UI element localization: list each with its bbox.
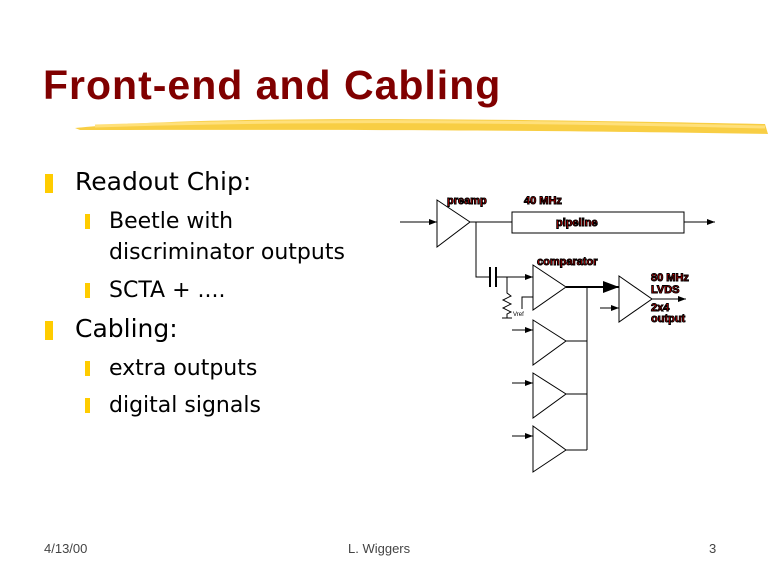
output-type-label: LVDS <box>651 284 680 296</box>
bullet-marker <box>85 361 90 376</box>
bullet-label: Readout Chip: <box>75 167 252 196</box>
preamp-triangle <box>436 199 471 249</box>
output-label: output <box>651 313 686 325</box>
comparator-triangle <box>532 372 567 419</box>
resistor <box>501 277 513 319</box>
pipeline-box <box>511 211 685 234</box>
comparator-triangle <box>532 319 567 366</box>
footer-page-number: 3 <box>709 541 717 556</box>
pipeline-label: pipeline <box>556 217 598 229</box>
title-underline-swoosh <box>75 119 768 134</box>
footer-date: 4/13/00 <box>44 541 88 556</box>
bullet-readout-chip: Readout Chip: <box>45 167 252 196</box>
footer-author: L. Wiggers <box>348 541 411 556</box>
bullet-cabling: Cabling: <box>45 314 178 343</box>
wire <box>475 222 490 278</box>
output-bus <box>566 287 588 451</box>
sub-bullet-label: discriminator outputs <box>109 240 345 265</box>
sub-bullet: Beetle with discriminator outputs <box>85 206 345 268</box>
comparator-label: comparator <box>537 256 598 268</box>
vref-label: Vref <box>513 312 524 318</box>
output-rate-label: 80 MHz <box>651 272 689 284</box>
sub-bullet: extra outputs <box>85 353 258 384</box>
vref-wire <box>521 296 533 309</box>
bullet-label: Cabling: <box>75 314 178 343</box>
sub-bullet: SCTA + .... <box>85 275 226 306</box>
bullet-marker <box>85 398 90 413</box>
bullet-marker <box>45 321 53 340</box>
sub-bullet: digital signals <box>85 390 261 421</box>
sub-bullet-label: digital signals <box>109 393 261 418</box>
sub-bullet-label: Beetle with <box>109 209 234 234</box>
preamp-label: preamp <box>447 195 487 207</box>
lvds-driver-triangle <box>618 275 653 323</box>
bullet-marker <box>85 283 90 298</box>
sub-bullet-label: extra outputs <box>109 356 258 381</box>
bullet-marker <box>85 214 90 229</box>
comparator-triangle <box>532 425 567 473</box>
comparator-triangle <box>532 264 567 311</box>
sub-bullet-label: SCTA + .... <box>109 278 226 303</box>
clock-label: 40 MHz <box>524 195 562 207</box>
bullet-marker <box>45 174 53 193</box>
slide-title: Front-end and Cabling <box>43 62 502 108</box>
output-count-label: 2x4 <box>651 302 670 314</box>
